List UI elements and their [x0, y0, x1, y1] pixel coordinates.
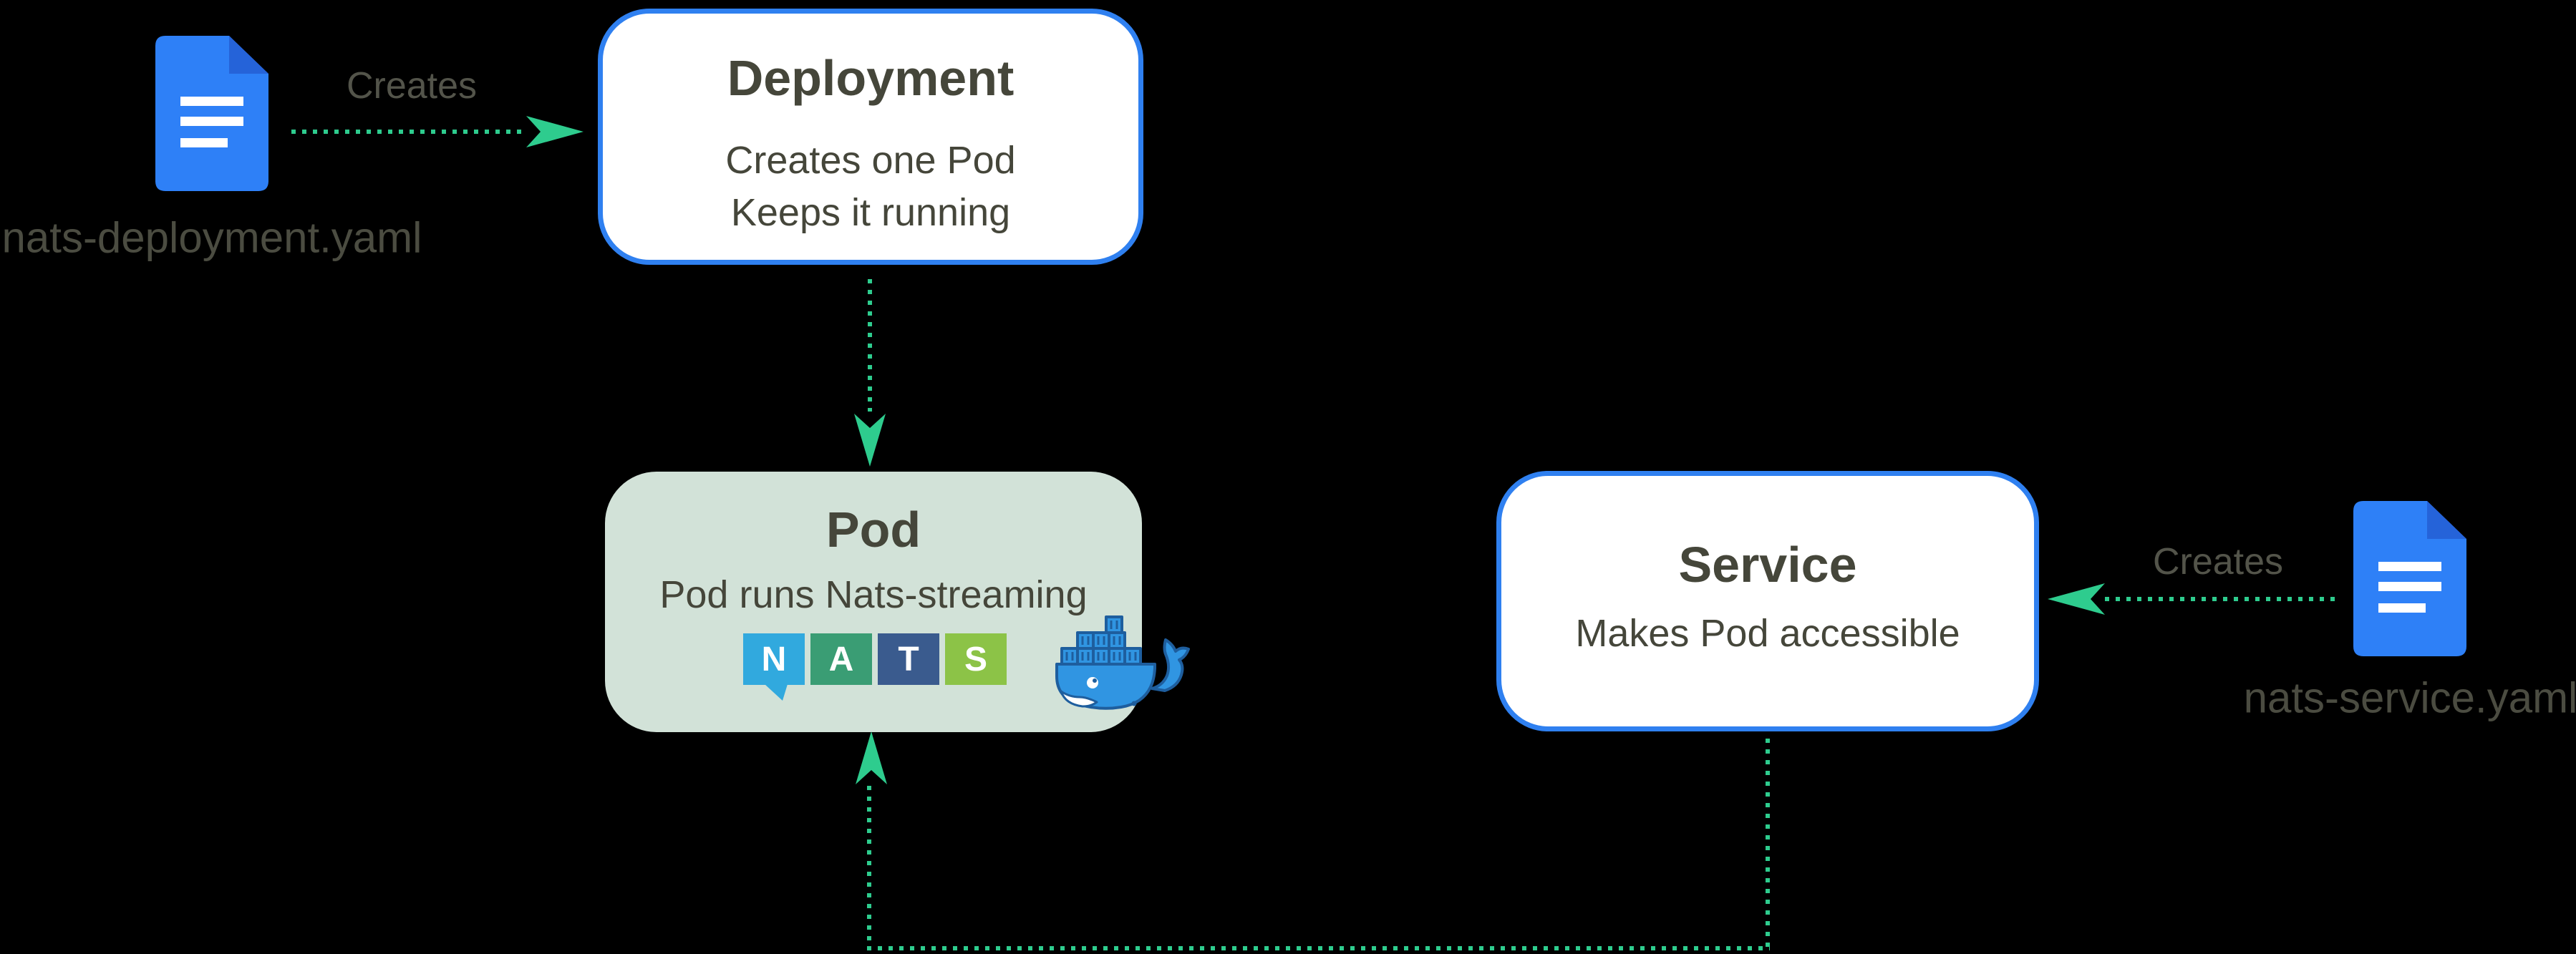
nats-speech-tail-icon	[765, 684, 788, 701]
service-body: Makes Pod accessible	[1575, 612, 1960, 655]
nats-tile-a: A	[810, 633, 872, 685]
yaml-file-icon-right	[2353, 501, 2466, 656]
yaml-file-icon-left	[155, 36, 268, 191]
deployment-node	[598, 9, 1143, 265]
arrow-up-icon	[856, 731, 887, 784]
nats-letter: A	[828, 640, 854, 678]
arrow-left-icon	[2048, 583, 2105, 615]
pod-up-dotted-line	[867, 786, 871, 950]
deployment-yaml-label: nats-deployment.yaml	[1, 213, 422, 262]
service-node	[1496, 471, 2039, 731]
pod-node	[605, 472, 1142, 732]
nats-letter: S	[964, 640, 987, 678]
service-title: Service	[1678, 537, 1857, 593]
left-creates-dotted-line	[291, 130, 528, 134]
deployment-line-2: Keeps it running	[730, 191, 1011, 234]
deployment-title: Deployment	[727, 50, 1015, 106]
deployment-to-pod-dotted-line	[868, 279, 872, 412]
arrow-right-icon	[526, 116, 584, 147]
bottom-dotted-line	[867, 946, 1770, 950]
right-creates-label: Creates	[2152, 541, 2284, 583]
pod-body: Pod runs Nats-streaming	[659, 573, 1088, 616]
docker-whale-icon	[1055, 615, 1190, 710]
pod-title: Pod	[825, 502, 921, 558]
nats-tile-n: N	[743, 633, 805, 685]
nats-letter: N	[761, 640, 787, 678]
service-yaml-label: nats-service.yaml	[2243, 673, 2576, 722]
arrow-down-icon	[854, 414, 886, 467]
nats-tile-t: T	[878, 633, 939, 685]
left-creates-label: Creates	[346, 65, 478, 107]
nats-tile-s: S	[945, 633, 1007, 685]
service-down-dotted-line	[1766, 739, 1770, 950]
right-creates-dotted-line	[2105, 597, 2341, 601]
deployment-line-1: Creates one Pod	[725, 139, 1016, 182]
nats-letter: T	[898, 640, 919, 678]
